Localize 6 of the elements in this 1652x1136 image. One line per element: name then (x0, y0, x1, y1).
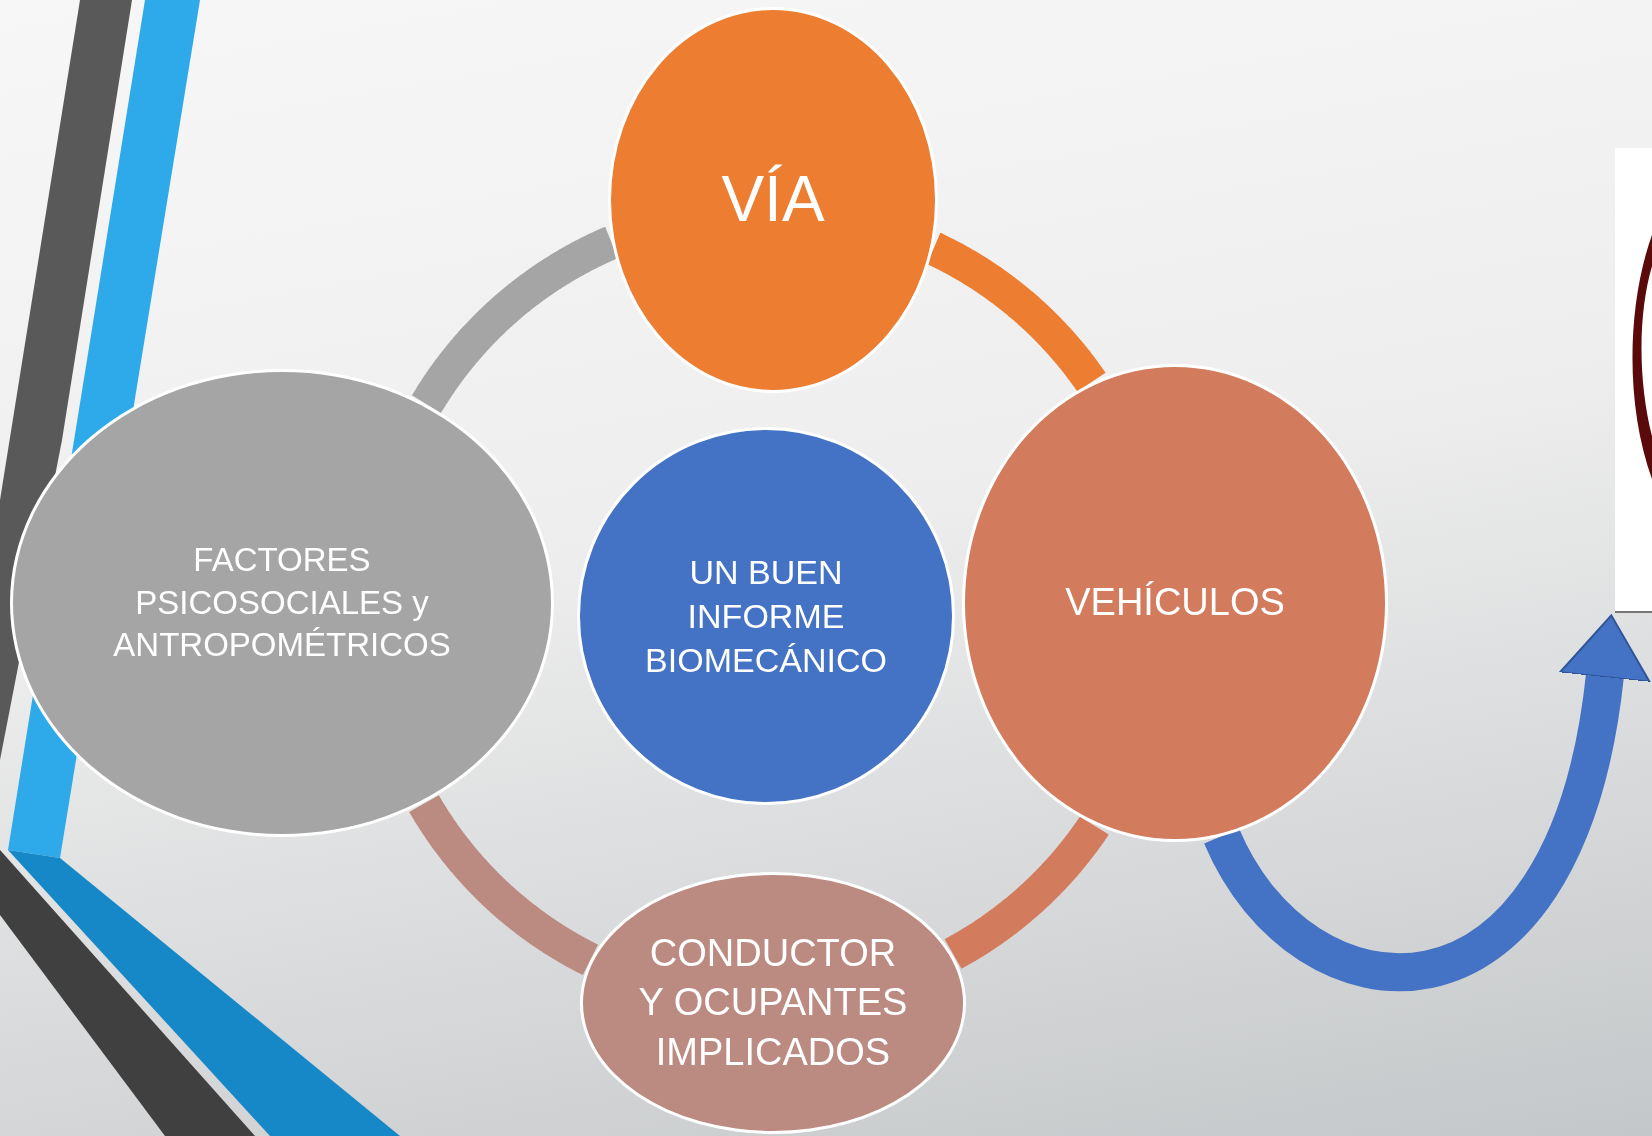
node-label: FACTORES PSICOSOCIALES y ANTROPOMÉTRICOS (112, 539, 452, 666)
node-label: UN BUEN INFORME BIOMECÁNICO (644, 551, 888, 682)
node-label: CONDUCTOR Y OCUPANTES IMPLICADOS (637, 930, 909, 1075)
photo-placeholder (1615, 148, 1652, 613)
node-label: VÍA (721, 162, 825, 238)
node-label: VEHÍCULOS (1065, 580, 1285, 626)
